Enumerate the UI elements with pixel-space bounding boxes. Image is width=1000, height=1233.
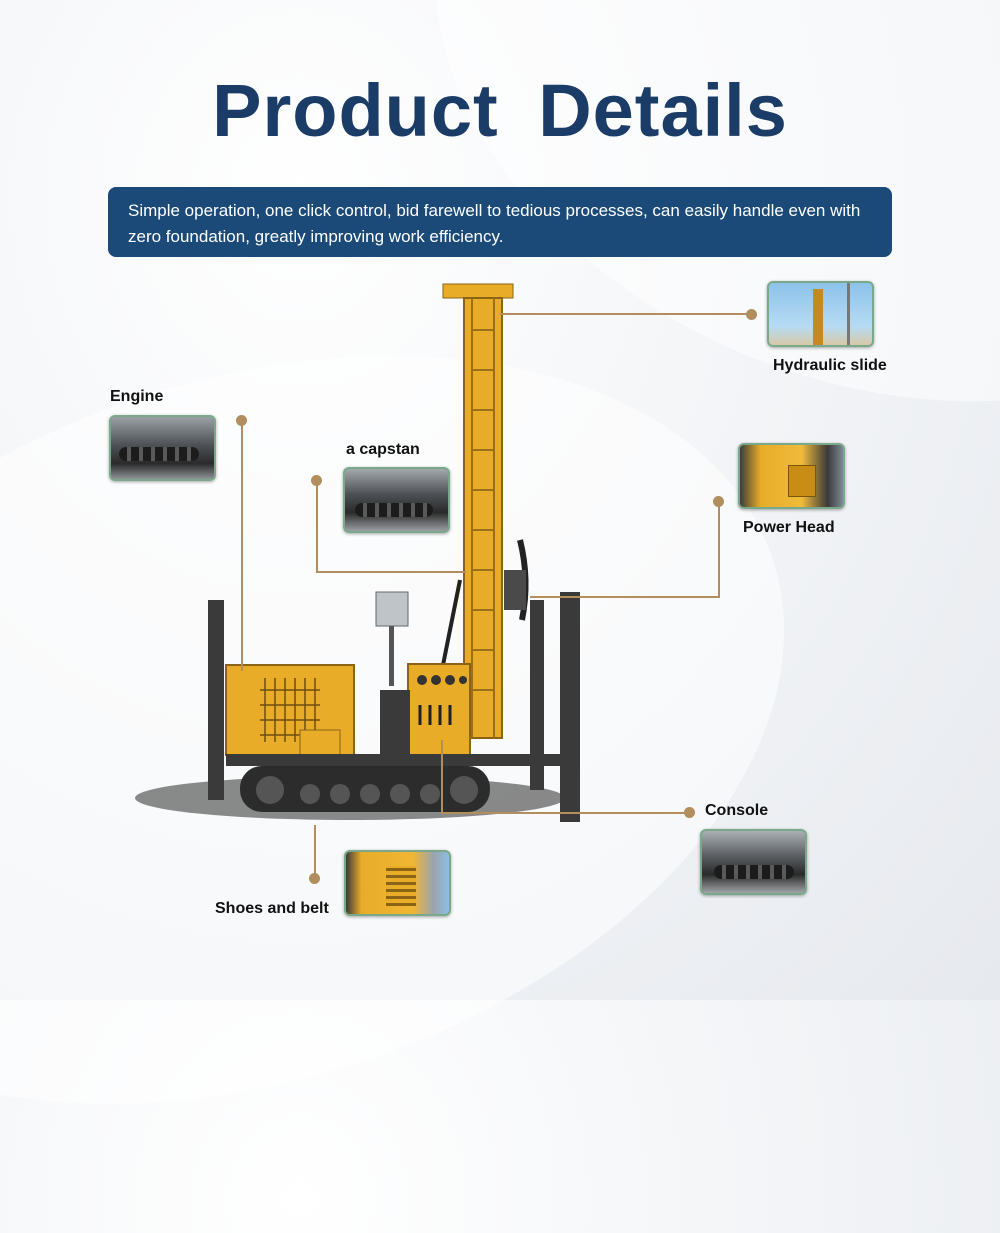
engine-label: Engine — [110, 388, 164, 405]
shoes-belt-leader — [314, 825, 316, 878]
engine-leader — [241, 421, 243, 671]
capstan-leader-vertical — [316, 481, 318, 572]
power-head-leader-vertical — [718, 502, 720, 597]
console-photo — [700, 829, 807, 895]
engine-photo — [109, 415, 216, 481]
drilling-rig-image — [135, 283, 580, 822]
shoes-belt-photo — [344, 850, 451, 916]
console-leader-vertical — [441, 740, 443, 813]
hydraulic-slide-leader — [500, 313, 752, 315]
power-head-dot — [713, 496, 724, 507]
console-label: Console — [705, 802, 769, 819]
hydraulic-slide-dot — [746, 309, 757, 320]
console-dot — [684, 807, 695, 818]
capstan-leader-horizontal — [316, 571, 466, 573]
shoes-belt-label: Shoes and belt — [215, 900, 329, 917]
engine-dot — [236, 415, 247, 426]
power-head-leader-horizontal — [530, 596, 720, 598]
description-banner: Simple operation, one click control, bid… — [108, 187, 892, 257]
page-title: Product Details — [212, 69, 788, 152]
power-head-photo — [738, 443, 845, 509]
console-leader-horizontal — [441, 812, 689, 814]
capstan-photo — [343, 467, 450, 533]
capstan-label: a capstan — [346, 441, 420, 458]
hydraulic-slide-label: Hydraulic slide — [773, 357, 887, 374]
banner-text: Simple operation, one click control, bid… — [128, 201, 861, 246]
shoes-belt-dot — [309, 873, 320, 884]
hydraulic-slide-photo — [767, 281, 874, 347]
power-head-label: Power Head — [743, 519, 835, 536]
capstan-dot — [311, 475, 322, 486]
